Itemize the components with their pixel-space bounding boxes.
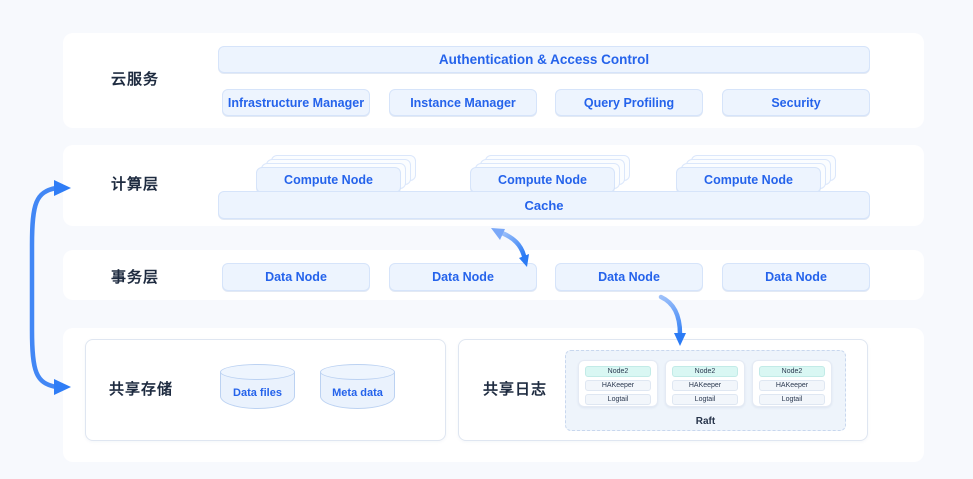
compute-node-stack: Compute Node	[676, 155, 836, 193]
hakeeper-pill: HAKeeper	[759, 380, 825, 391]
auth-access-control-box: Authentication & Access Control	[218, 46, 870, 73]
hakeeper-pill: HAKeeper	[585, 380, 651, 391]
cache-box: Cache	[218, 191, 870, 219]
compute-node-box: Compute Node	[676, 167, 821, 193]
shared-storage-label: 共享存储	[108, 381, 173, 398]
cloud-service-layer-label: 云服务	[110, 71, 159, 88]
meta-data-label: Meta data	[332, 387, 383, 399]
data-node-box: Data Node	[222, 263, 370, 291]
hakeeper-pill: HAKeeper	[672, 380, 738, 391]
node2-pill: Node2	[759, 366, 825, 377]
raft-node-card: Node2 HAKeeper Logtail	[665, 360, 745, 407]
data-node-box: Data Node	[722, 263, 870, 291]
instance-manager-box: Instance Manager	[389, 89, 537, 116]
transaction-layer-label: 事务层	[110, 269, 159, 286]
cylinder-top-ellipse	[320, 364, 395, 380]
data-node-box: Data Node	[555, 263, 703, 291]
data-files-label: Data files	[233, 387, 282, 399]
raft-node-card: Node2 HAKeeper Logtail	[752, 360, 832, 407]
meta-data-cylinder: Meta data	[320, 364, 397, 412]
infrastructure-manager-box: Infrastructure Manager	[222, 89, 370, 116]
cylinder-top-ellipse	[220, 364, 295, 380]
shared-log-label: 共享日志	[482, 381, 547, 398]
compute-node-stack: Compute Node	[470, 155, 630, 193]
compute-node-stack: Compute Node	[256, 155, 416, 193]
data-files-cylinder: Data files	[220, 364, 297, 412]
raft-node-card: Node2 HAKeeper Logtail	[578, 360, 658, 407]
logtail-pill: Logtail	[585, 394, 651, 405]
compute-node-box: Compute Node	[256, 167, 401, 193]
query-profiling-box: Query Profiling	[555, 89, 703, 116]
logtail-pill: Logtail	[759, 394, 825, 405]
security-box: Security	[722, 89, 870, 116]
data-node-box: Data Node	[389, 263, 537, 291]
compute-layer-label: 计算层	[110, 176, 159, 193]
node2-pill: Node2	[672, 366, 738, 377]
compute-node-box: Compute Node	[470, 167, 615, 193]
node2-pill: Node2	[585, 366, 651, 377]
raft-label: Raft	[695, 416, 716, 427]
logtail-pill: Logtail	[672, 394, 738, 405]
